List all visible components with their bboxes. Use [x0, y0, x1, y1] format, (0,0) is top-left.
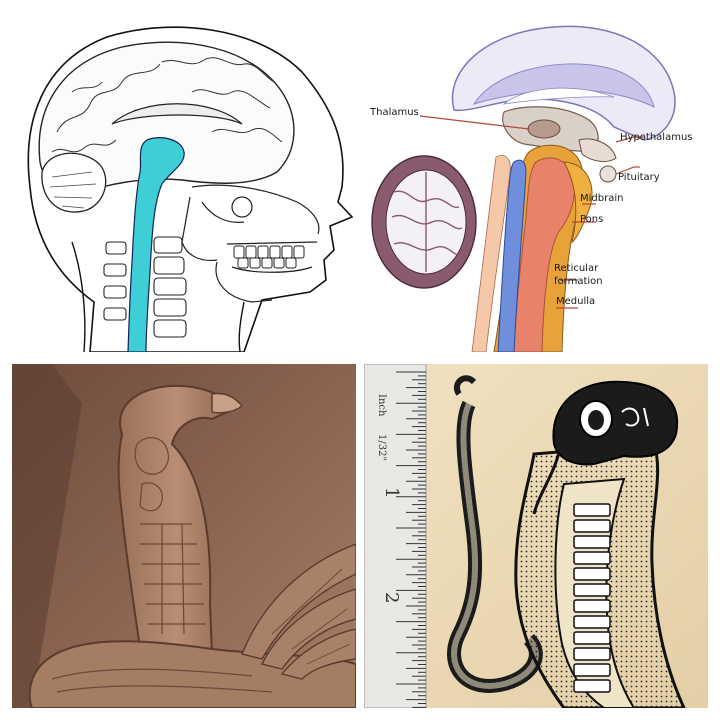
snake-tail [447, 375, 543, 693]
label-formation: formation [554, 276, 603, 287]
label-leaders [419, 115, 644, 309]
ruler-mark-1: 1 [381, 487, 402, 498]
label-midbrain: Midbrain [580, 193, 623, 204]
corpus-callosum [111, 103, 243, 125]
skull-lines [181, 184, 320, 303]
spinal-cord-cyan [127, 137, 185, 352]
label-pons: Pons [580, 214, 603, 225]
ruler-unit: Inch [376, 394, 387, 417]
label-thalamus: Thalamus [369, 107, 419, 118]
brain-diagram: Thalamus Hypothalamus Pituitary Midbrain… [369, 25, 693, 352]
pituitary-gland [599, 165, 617, 183]
label-medulla: Medulla [556, 296, 595, 307]
wing-feathers [241, 543, 356, 680]
ruler-mark-2: 2 [381, 592, 402, 603]
snake-spine [573, 503, 611, 693]
label-pituitary: Pituitary [618, 172, 660, 183]
ruler [364, 364, 427, 708]
head-sketch-drawing [27, 26, 354, 352]
brain-diagram-panel: Thalamus Hypothalamus Pituitary Midbrain… [364, 12, 708, 352]
cobra-hood [117, 384, 236, 666]
head-sketch-panel [12, 12, 356, 352]
cobra-relief-photo [12, 364, 356, 708]
snake-head [552, 380, 679, 466]
cerebellum [41, 152, 107, 213]
snake-stamp-panel: Inch 1/32" 1 2 [364, 364, 708, 708]
ruler-fraction: 1/32" [376, 434, 387, 461]
label-hypothalamus: Hypothalamus [620, 132, 693, 143]
cobra-head [211, 392, 243, 414]
cobra-relief-panel [12, 364, 356, 708]
snake-stamp-photo: Inch 1/32" 1 2 [364, 364, 708, 708]
cerebellum-region [371, 155, 477, 289]
label-reticular: Reticular [554, 263, 599, 274]
vertebrae [103, 236, 187, 338]
brainstem-blue-band [497, 159, 527, 352]
teeth [233, 245, 305, 269]
